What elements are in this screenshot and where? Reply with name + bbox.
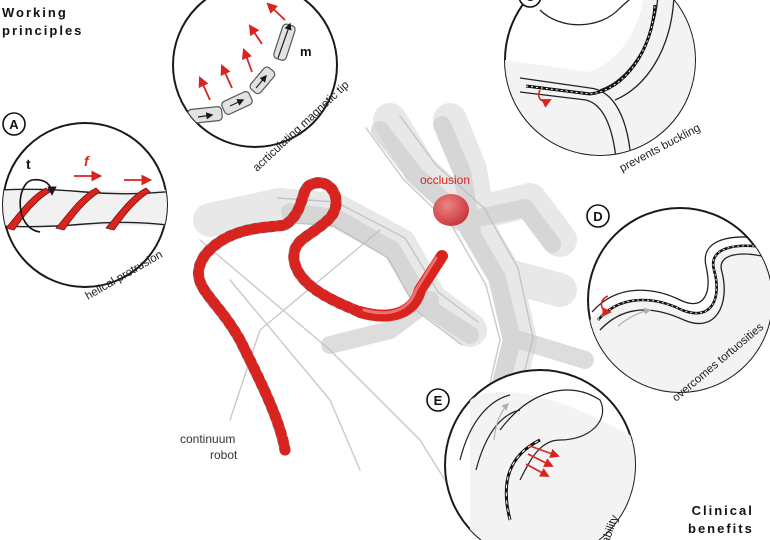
panel-c-prevents-buckling: prevents buckling C [504, 0, 702, 175]
badge-letter: E [434, 393, 443, 408]
working-principles-heading: Working principles [2, 4, 83, 40]
panel-d-overcomes-tortuosities: overcomes tortuosities D [586, 204, 770, 404]
continuum-robot [193, 177, 448, 456]
clinical-benefits-heading: Clinical benefits [688, 502, 754, 538]
panel-d-badge: D [586, 204, 610, 228]
heading-line-2: principles [2, 23, 84, 38]
panel-e-badge: E [426, 388, 450, 412]
badge-letter: A [9, 117, 19, 132]
heading-line-1: Working [2, 5, 68, 20]
robot-label-line-1: continuum [180, 432, 235, 446]
panel-c-badge: C [518, 0, 542, 8]
panel-e-steerability: rability E [426, 369, 636, 540]
torque-label: t [26, 156, 31, 172]
panel-b-magnetic-tip: m acrticulating magnetic tip [172, 0, 352, 174]
occlusion-label: occlusion [420, 173, 470, 187]
moment-label: m [300, 44, 312, 59]
force-label: f [84, 153, 90, 169]
badge-letter: C [525, 0, 535, 4]
badge-letter: D [593, 209, 602, 224]
panel-a-helical-protrusion: t f helical protrusion A [2, 112, 168, 303]
heading-line-2: benefits [688, 521, 754, 536]
robot-label-line-2: robot [210, 448, 238, 462]
vessel-network [193, 103, 594, 521]
heading-line-1: Clinical [691, 503, 754, 518]
occlusion-blob [433, 194, 469, 226]
panel-a-badge: A [2, 112, 26, 136]
